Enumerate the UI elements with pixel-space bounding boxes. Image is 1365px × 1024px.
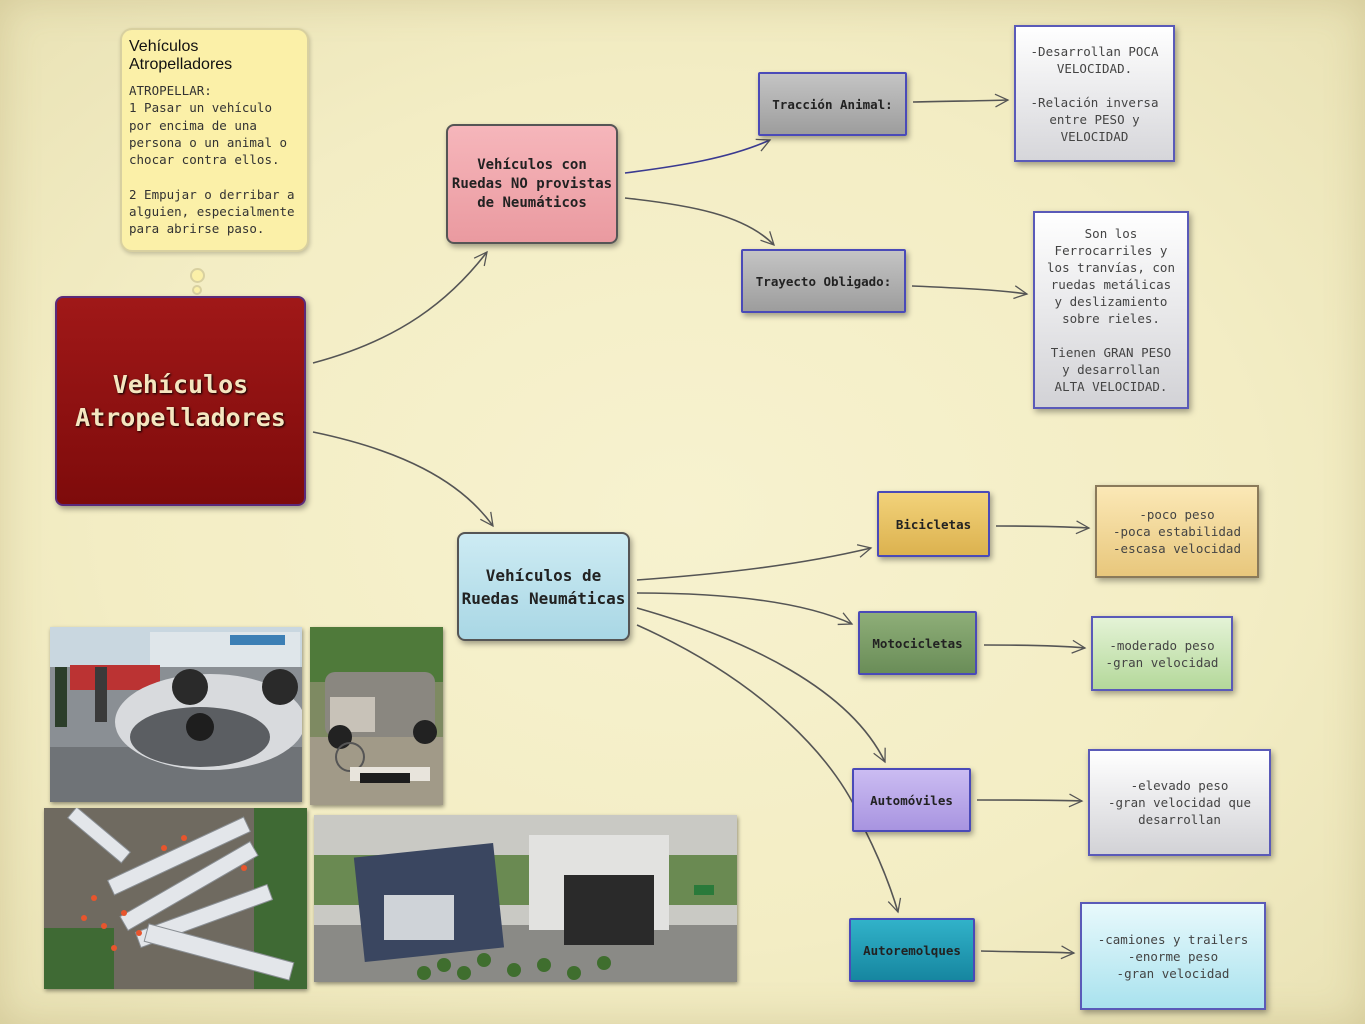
node-autoremolques[interactable]: Autoremolques <box>849 918 975 982</box>
desc-automoviles: -elevado peso -gran velocidad que desarr… <box>1088 749 1271 856</box>
link-bici-desc <box>995 520 1091 535</box>
desc-bicicletas: -poco peso -poca estabilidad -escasa vel… <box>1095 485 1259 578</box>
link-moto-desc <box>983 639 1087 654</box>
link-blue-remolque <box>636 624 902 914</box>
link-red-trayecto <box>624 197 775 247</box>
link-red-traccion <box>624 138 772 174</box>
note-bubble-small <box>192 285 202 295</box>
bicycle-accident-photo <box>310 627 443 805</box>
link-root-red <box>312 250 488 364</box>
desc-traccion-animal: -Desarrollan POCA VELOCIDAD. -Relación i… <box>1014 25 1175 162</box>
train-derailment-photo <box>44 808 307 989</box>
definition-note: Vehículos Atropelladores ATROPELLAR: 1 P… <box>120 28 309 252</box>
node-motocicletas[interactable]: Motocicletas <box>858 611 977 675</box>
desc-trayecto-obligado: Son los Ferrocarriles y los tranvías, co… <box>1033 211 1189 409</box>
link-root-blue <box>312 431 494 528</box>
category-no-neumaticos[interactable]: Vehículos con Ruedas NO provistas de Neu… <box>446 124 618 244</box>
overturned-car-photo <box>50 627 302 802</box>
link-trayecto-desc <box>911 285 1029 300</box>
link-blue-moto <box>636 592 854 626</box>
note-bubble-large <box>190 268 205 283</box>
desc-motocicletas: -moderado peso -gran velocidad <box>1091 616 1233 691</box>
note-title: Vehículos Atropelladores <box>129 38 233 73</box>
truck-collision-photo <box>314 815 737 982</box>
link-remolque-desc <box>980 945 1076 960</box>
node-traccion-animal[interactable]: Tracción Animal: <box>758 72 907 136</box>
node-trayecto-obligado[interactable]: Trayecto Obligado: <box>741 249 906 313</box>
root-node[interactable]: Vehículos Atropelladores <box>55 296 306 506</box>
link-blue-auto <box>636 607 886 764</box>
link-auto-desc <box>976 793 1084 808</box>
category-neumaticas[interactable]: Vehículos de Ruedas Neumáticas <box>457 532 630 641</box>
node-automoviles[interactable]: Automóviles <box>852 768 971 832</box>
desc-autoremolques: -camiones y trailers -enorme peso -gran … <box>1080 902 1266 1010</box>
link-blue-bici <box>636 544 873 581</box>
node-bicicletas[interactable]: Bicicletas <box>877 491 990 557</box>
note-body: ATROPELLAR: 1 Pasar un vehículo por enci… <box>129 83 295 237</box>
link-traccion-desc <box>912 93 1010 108</box>
